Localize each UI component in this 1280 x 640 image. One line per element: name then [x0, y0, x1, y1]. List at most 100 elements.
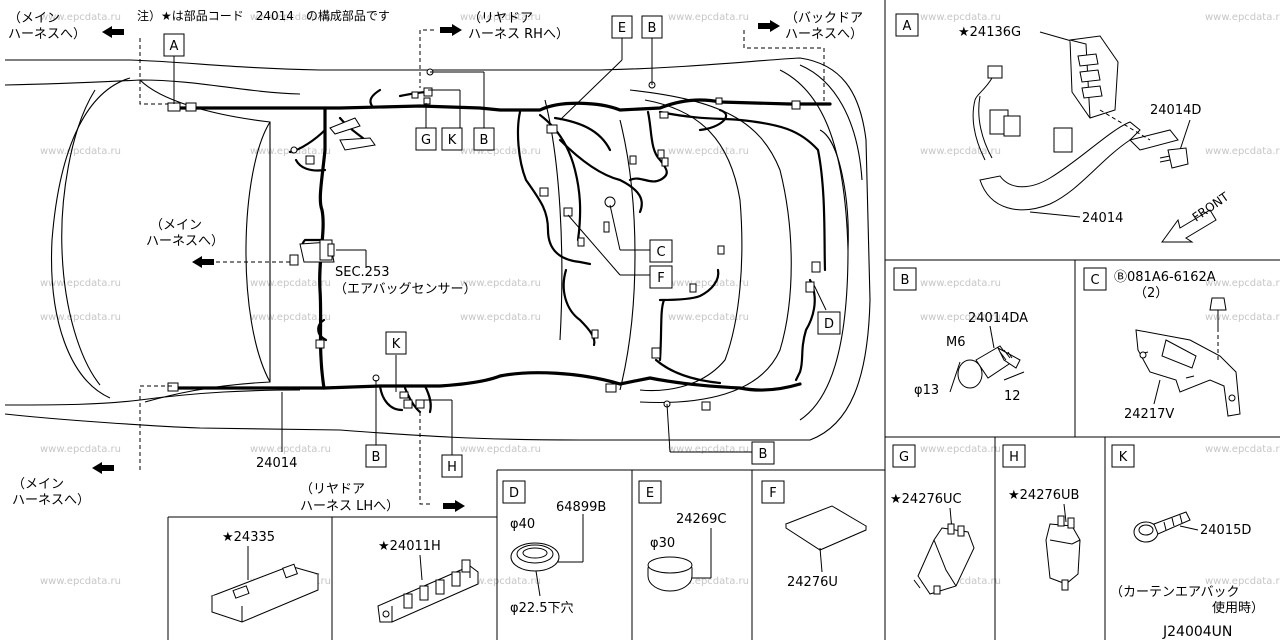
svg-text:K: K	[392, 337, 401, 352]
watermark-text: www.epcdata.ru	[668, 278, 749, 289]
watermark-text: www.epcdata.ru	[920, 278, 1001, 289]
watermark-text: www.epcdata.ru	[40, 576, 121, 587]
parts-notice: 注）★は部品コード 24014 の構成部品です	[137, 8, 390, 23]
watermark-text: www.epcdata.ru	[40, 278, 121, 289]
panel-f: F 24276U	[761, 480, 868, 590]
watermark-text: www.epcdata.ru	[40, 12, 121, 23]
watermark-text: www.epcdata.ru	[250, 444, 331, 455]
panel-frame	[167, 0, 1280, 640]
watermark-text: www.epcdata.ru	[1205, 576, 1280, 587]
nav-rear-door-rh: （リヤドア	[468, 11, 533, 26]
callout-b: B	[473, 127, 495, 151]
panel-tag: D	[509, 486, 519, 501]
watermark-text: www.epcdata.ru	[460, 146, 541, 157]
callout-f: F	[649, 265, 673, 289]
watermark-text: www.epcdata.ru	[920, 146, 1001, 157]
callout-g: G	[415, 127, 437, 151]
watermark-text: www.epcdata.ru	[920, 12, 1001, 23]
panel-tag: K	[1119, 450, 1128, 465]
diameter-label: φ30	[650, 536, 675, 551]
airbag-note: 使用時）	[1212, 600, 1264, 616]
part-label: ★24335	[222, 530, 275, 545]
watermark-text: www.epcdata.ru	[668, 312, 749, 323]
callout-e: E	[611, 15, 633, 39]
panel-k: K 24015D （カーテンエアバック 使用時）	[1110, 444, 1264, 616]
watermark-text: www.epcdata.ru	[1205, 12, 1280, 23]
watermark-text: www.epcdata.ru	[1205, 278, 1280, 289]
part-label: 24276U	[787, 575, 838, 590]
main-diagram-labels: （メイン ハーネスへ） 注）★は部品コード 24014 の構成部品です （リヤド…	[8, 8, 863, 514]
panel-24011h: ★24011H	[377, 539, 479, 623]
airbag-note: （カーテンエアバック	[1110, 585, 1239, 600]
watermark-layer: www.epcdata.ru www.epcdata.ru www.epcdat…	[40, 12, 1280, 587]
diagram-code: J24004UN	[1162, 624, 1232, 640]
arrow-left-icon	[92, 462, 114, 474]
watermark-text: www.epcdata.ru	[668, 444, 749, 455]
callout-boxes: A E B G K B C F D K B H B	[163, 15, 841, 478]
nav-main-harness-top: ハーネスへ）	[8, 27, 86, 42]
watermark-text: www.epcdata.ru	[250, 278, 331, 289]
panel-tag: C	[1090, 273, 1099, 288]
harness-connectors	[167, 68, 821, 411]
svg-text:C: C	[656, 245, 665, 260]
part-label: ★24011H	[378, 539, 441, 554]
nav-arrows	[92, 20, 780, 512]
watermark-text: www.epcdata.ru	[460, 312, 541, 323]
svg-text:B: B	[480, 133, 489, 148]
bolt-label: Ⓑ081A6-6162A	[1114, 270, 1216, 285]
front-arrow-icon	[1161, 209, 1217, 243]
watermark-text: www.epcdata.ru	[460, 576, 541, 587]
sec-reference: （エアバッグセンサー）	[334, 282, 476, 297]
panel-c: C Ⓑ081A6-6162A （2） 24217V	[1083, 267, 1241, 422]
panel-24335: ★24335	[210, 530, 320, 623]
panel-tag: F	[769, 486, 776, 501]
watermark-text: www.epcdata.ru	[920, 576, 1001, 587]
nav-main-harness-mid: （メイン	[150, 218, 202, 233]
svg-text:H: H	[447, 460, 457, 475]
callout-a: A	[163, 33, 185, 57]
length-label: 12	[1004, 389, 1021, 404]
nav-main-harness-top: （メイン	[8, 11, 60, 26]
svg-text:G: G	[421, 133, 431, 148]
part-label: 24014D	[1150, 103, 1201, 118]
nav-rear-door-rh: ハーネス RHへ）	[468, 27, 569, 42]
diameter-outer: φ40	[510, 517, 535, 532]
panel-d: D 64899B φ40 φ22.5下穴	[502, 480, 606, 616]
callout-k: K	[385, 331, 407, 355]
part-label: ★24136G	[958, 25, 1021, 40]
watermark-text: www.epcdata.ru	[668, 12, 749, 23]
nav-main-harness-bottom: （メイン	[12, 477, 64, 492]
diameter-hole: φ22.5下穴	[510, 601, 574, 616]
panel-tag: H	[1009, 450, 1019, 465]
arrow-right-icon	[443, 500, 465, 512]
callout-d: D	[817, 311, 841, 335]
svg-text:K: K	[448, 133, 457, 148]
part-label: 64899B	[556, 500, 606, 515]
callout-k: K	[441, 127, 463, 151]
arrow-right-icon	[758, 20, 780, 32]
svg-text:D: D	[824, 317, 834, 332]
watermark-text: www.epcdata.ru	[460, 278, 541, 289]
watermark-text: www.epcdata.ru	[1205, 444, 1280, 455]
watermark-text: www.epcdata.ru	[40, 444, 121, 455]
watermark-text: www.epcdata.ru	[460, 444, 541, 455]
panel-a: A ★24136G 24014D 24014 FRONT	[895, 13, 1232, 243]
watermark-text: www.epcdata.ru	[1205, 146, 1280, 157]
svg-text:A: A	[170, 39, 179, 54]
svg-text:E: E	[618, 21, 626, 36]
nav-back-door: （バックドア	[785, 11, 863, 26]
diameter-label: φ13	[914, 383, 939, 398]
part-label: 24217V	[1124, 407, 1174, 422]
nav-main-harness-bottom: ハーネスへ）	[12, 493, 90, 508]
watermark-text: www.epcdata.ru	[250, 312, 331, 323]
leader-lines	[173, 38, 827, 455]
main-part-number: 24014	[256, 456, 297, 471]
svg-text:B: B	[648, 21, 657, 36]
part-label: ★24276UC	[890, 492, 962, 507]
svg-text:B: B	[759, 447, 768, 462]
watermark-text: www.epcdata.ru	[250, 12, 331, 23]
panel-g: G ★24276UC	[890, 444, 975, 595]
watermark-text: www.epcdata.ru	[668, 576, 749, 587]
part-label: 24014DA	[968, 311, 1028, 326]
callout-b: B	[365, 444, 387, 468]
